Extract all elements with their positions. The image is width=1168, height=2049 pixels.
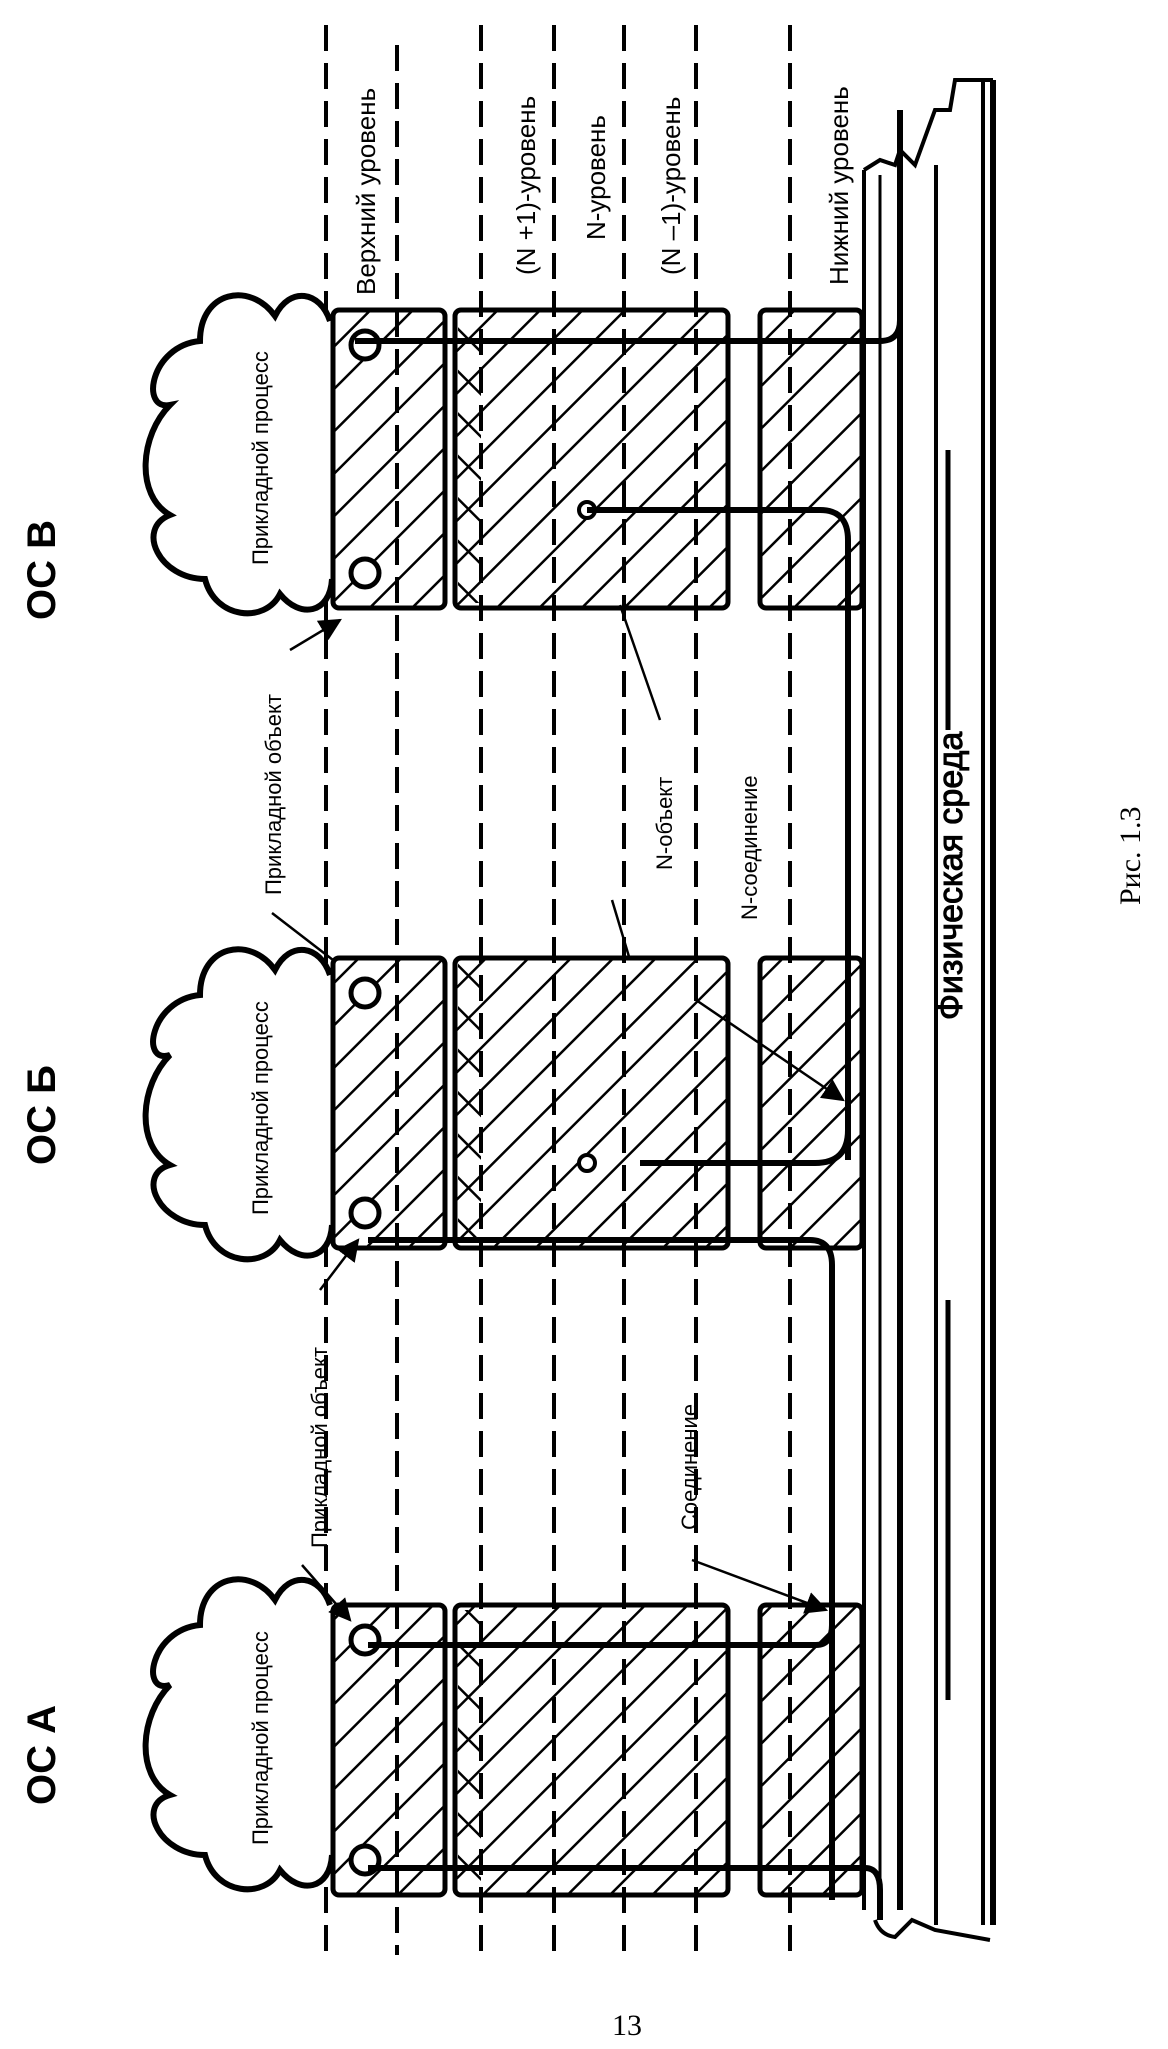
open-system-a: ОС А Прикладной процесс [20, 1576, 865, 1898]
label-connection: Соединение [677, 1404, 702, 1530]
app-object-circle [348, 976, 382, 1010]
system-title: ОС А [20, 1705, 64, 1805]
level-label-n: N-уровень [581, 115, 611, 240]
open-system-v: ОС В Прикладной процесс [20, 292, 865, 620]
app-object-circle [348, 556, 382, 590]
app-process-label: Прикладной процесс [248, 1631, 273, 1845]
app-process-label: Прикладной процесс [248, 1001, 273, 1215]
connection-line-v-upper [355, 150, 903, 344]
n-connection-line-b [640, 1129, 851, 1166]
layer-block [757, 1602, 865, 1898]
cloud-shape [142, 946, 335, 1263]
page-number: 13 [612, 2009, 642, 2042]
figure-caption: Рис. 1.3 [1114, 806, 1147, 905]
n-object-circle [577, 1153, 597, 1173]
layer-block [330, 955, 448, 1251]
layer-block [330, 1602, 448, 1898]
open-system-b: ОС Б Прикладной процесс [20, 946, 865, 1263]
label-n-object: N-объект [652, 777, 677, 870]
layer-block [452, 307, 731, 611]
layer-block [757, 307, 865, 611]
system-title: ОС Б [20, 1065, 64, 1165]
layer-block [757, 955, 865, 1251]
physical-medium-label: Физическая среда [932, 732, 970, 1020]
app-object-circle [348, 328, 382, 362]
layer-block [330, 307, 448, 611]
system-title: ОС В [20, 520, 64, 620]
level-label-n-minus-1: (N –1)-уровень [656, 97, 686, 275]
layer-block [452, 955, 731, 1251]
layer-block-inner [458, 1610, 481, 1890]
app-object-circle [348, 1196, 382, 1230]
connections [355, 150, 903, 1920]
connection-line-a-lower [368, 1865, 883, 1920]
level-labels: Верхний уровень (N +1)-уровень N-уровень… [351, 86, 854, 295]
app-process-label: Прикладной процесс [248, 351, 273, 565]
label-n-connection: N-соединение [737, 775, 762, 920]
physical-medium: Физическая среда [862, 78, 996, 1942]
connection-line-b [368, 1237, 835, 1900]
annotation-labels: Прикладной объект Прикладной объект N-об… [261, 694, 762, 1548]
connection-line-a-upper [368, 1624, 835, 1648]
label-app-object-lower: Прикладной объект [307, 1347, 332, 1548]
n-connection-line-v [587, 507, 851, 1160]
layer-block-inner [458, 963, 481, 1243]
app-object-circle [348, 1623, 382, 1657]
cloud-shape [142, 292, 335, 617]
layer-block [452, 1602, 731, 1898]
layer-block-inner [458, 315, 481, 603]
annotation-leaders [271, 604, 845, 1622]
cloud-shape [142, 1576, 335, 1893]
label-app-object-upper: Прикладной объект [261, 694, 286, 895]
level-label-n-plus-1: (N +1)-уровень [511, 96, 541, 275]
level-label-lower: Нижний уровень [824, 86, 854, 285]
level-label-upper: Верхний уровень [351, 88, 381, 295]
